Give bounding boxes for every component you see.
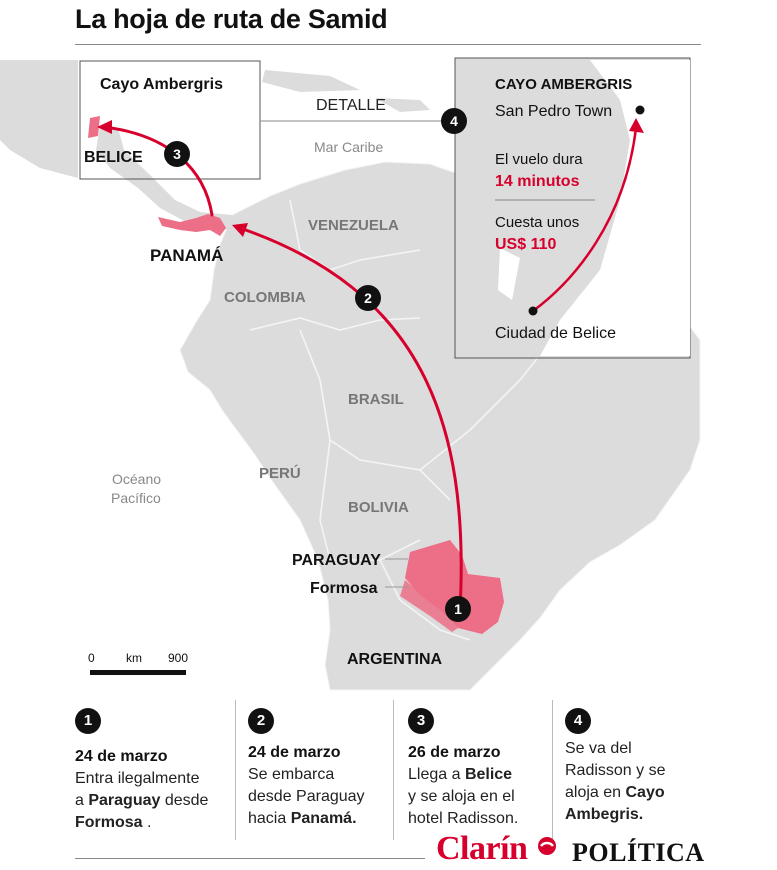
step-number: 4 xyxy=(565,708,591,734)
title-rule xyxy=(75,44,701,45)
belice-shape xyxy=(88,116,100,138)
brand-mark-icon xyxy=(538,837,556,855)
label-detalle: DETALLE xyxy=(316,97,386,114)
marker-4: 4 xyxy=(441,108,467,134)
label-mar-caribe: Mar Caribe xyxy=(314,139,383,155)
route-leg-paraguay-panama xyxy=(238,226,463,612)
marker-2: 2 xyxy=(355,285,381,311)
label-formosa: Formosa xyxy=(310,580,378,597)
paraguay-shape xyxy=(405,540,504,634)
svg-text:2: 2 xyxy=(364,290,372,306)
scale-end: 900 xyxy=(168,651,188,665)
label-belice: BELICE xyxy=(84,149,143,166)
label-brasil: BRASIL xyxy=(348,391,404,408)
divider xyxy=(552,700,553,840)
arrowhead-belice xyxy=(97,120,112,134)
step-date: 24 de marzo xyxy=(248,744,341,761)
detail-title: CAYO AMBERGRIS xyxy=(495,76,632,93)
label-venezuela: VENEZUELA xyxy=(308,217,399,234)
section-label[interactable]: POLÍTICA xyxy=(572,838,705,867)
label-colombia: COLOMBIA xyxy=(224,289,306,306)
page-title: La hoja de ruta de Samid xyxy=(75,4,388,34)
detail-duration-value: 14 minutos xyxy=(495,173,580,190)
label-pacifico: Pacífico xyxy=(111,490,161,506)
panama-shape xyxy=(158,214,226,236)
divider xyxy=(235,700,236,840)
detail-cost-label: Cuesta unos xyxy=(495,214,579,231)
step-number: 3 xyxy=(408,708,434,734)
marker-3: 3 xyxy=(164,141,190,167)
svg-text:4: 4 xyxy=(450,113,458,129)
north-land xyxy=(0,60,78,178)
label-argentina: ARGENTINA xyxy=(347,651,443,668)
detail-cost-value: US$ 110 xyxy=(495,236,556,253)
route-map: Cayo Ambergris BELICE PANAMÁ DETALLE Mar… xyxy=(0,57,701,691)
label-panama: PANAMÁ xyxy=(150,246,223,265)
step-number: 2 xyxy=(248,708,274,734)
timeline-steps: 1 24 de marzo Entra ilegalmente a Paragu… xyxy=(75,700,701,840)
step-date: 26 de marzo xyxy=(408,744,501,761)
scale-start: 0 xyxy=(88,651,95,665)
formosa-shape xyxy=(400,580,458,632)
label-peru: PERÚ xyxy=(259,464,301,482)
label-cayo-small: Cayo Ambergris xyxy=(100,76,223,93)
detail-inset: CAYO AMBERGRIS San Pedro Town El vuelo d… xyxy=(454,57,691,359)
svg-text:1: 1 xyxy=(454,601,462,617)
svg-text:3: 3 xyxy=(173,146,181,162)
divider xyxy=(393,700,394,840)
label-bolivia: BOLIVIA xyxy=(348,499,409,516)
detail-duration-label: El vuelo dura xyxy=(495,151,583,168)
brand-logo[interactable]: Clarín xyxy=(436,830,528,867)
scale-bar xyxy=(90,670,186,675)
step-number: 1 xyxy=(75,708,101,734)
label-paraguay: PARAGUAY xyxy=(292,552,381,569)
step-4: 4 Se va del Radisson y se aloja en Cayo … xyxy=(565,700,705,840)
arrowhead-panama xyxy=(232,223,248,237)
scale-unit: km xyxy=(126,651,142,665)
step-1: 1 24 de marzo Entra ilegalmente a Paragu… xyxy=(75,700,230,840)
label-oceano: Océano xyxy=(112,471,161,487)
marker-1: 1 xyxy=(445,596,471,622)
detail-origin: Ciudad de Belice xyxy=(495,325,616,342)
caribbean-islands xyxy=(262,70,360,92)
step-date: 24 de marzo xyxy=(75,748,168,765)
step-2: 2 24 de marzo Se embarca desde Paraguay … xyxy=(248,700,398,840)
step-3: 3 26 de marzo Llega a Belice y se aloja … xyxy=(408,700,558,840)
footer-rule xyxy=(75,858,425,859)
detail-destination: San Pedro Town xyxy=(495,103,612,120)
inset-frame xyxy=(79,60,261,180)
